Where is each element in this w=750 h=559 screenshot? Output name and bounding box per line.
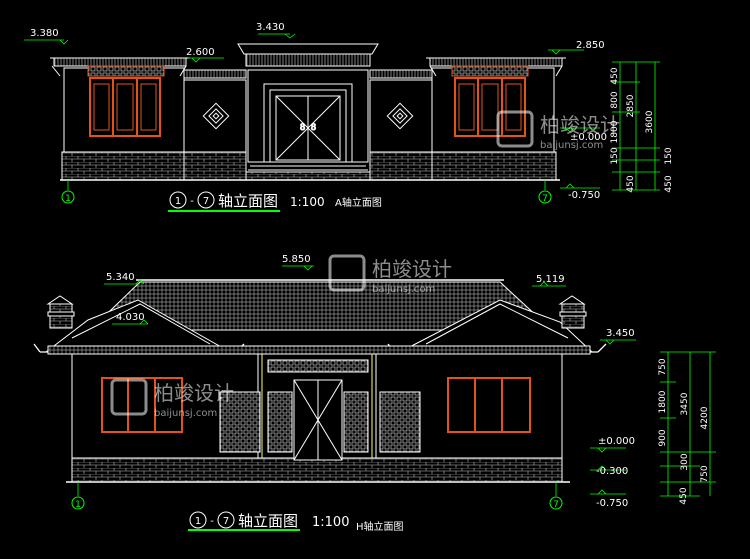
title-a-scale: 1:100 xyxy=(290,195,325,209)
svg-text:柏竣设计: 柏竣设计 xyxy=(372,257,452,281)
elevation-h-dim-labels: 750 1800 900 300 450 3450 4200 750 xyxy=(658,358,710,504)
title-h-subtitle: H轴立面图 xyxy=(356,520,404,533)
left-connector xyxy=(183,69,247,181)
axis-bubble-h-left: 1 xyxy=(71,496,85,510)
level-5850: 5.850 xyxy=(282,254,311,265)
level-neg300: -0.300 xyxy=(596,466,628,477)
brand-logo-icon xyxy=(496,110,534,148)
svg-text:baijunsj.com: baijunsj.com xyxy=(372,284,435,295)
dim-3600: 3600 xyxy=(645,110,655,133)
level-2600: 2.600 xyxy=(186,47,215,58)
level-5340: 5.340 xyxy=(106,272,135,283)
axis-bubble-h-right: 7 xyxy=(549,496,563,510)
level-4030: 4.030 xyxy=(116,312,145,323)
elevation-a-dim-labels: 450 800 1800 150 2850 3600 450 450 150 xyxy=(610,67,674,192)
dim-h-450: 450 xyxy=(679,487,689,504)
door-mark: 8 8 xyxy=(300,123,316,133)
dim-h-750: 750 xyxy=(658,358,668,375)
svg-text:柏竣设计: 柏竣设计 xyxy=(154,381,234,405)
elevation-a: 8 8 xyxy=(50,43,566,181)
dim-h-1800: 1800 xyxy=(658,390,668,413)
title-h-scale: 1:100 xyxy=(312,515,349,530)
watermark-3: 柏竣设计 baijunsj.com xyxy=(110,378,234,419)
elevation-a-annotations xyxy=(24,33,660,212)
dim-450: 450 xyxy=(610,67,620,84)
svg-text:1: 1 xyxy=(195,516,201,527)
elevation-h-annotations xyxy=(77,265,716,531)
title-a-suffix: 轴立面图 xyxy=(218,192,278,210)
level-000: ±0.000 xyxy=(570,132,607,143)
level-neg750: -0.750 xyxy=(568,190,600,201)
brand-logo-icon xyxy=(110,378,148,416)
axis-bubble-a-left: 1 xyxy=(61,190,75,204)
axis-bubble-a-right: 7 xyxy=(538,190,552,204)
elevation-a-labels: 3.380 3.430 2.600 2.850 ±0.000 -0.750 xyxy=(30,22,607,201)
title-a-subtitle: A轴立面图 xyxy=(335,196,382,209)
svg-text:-: - xyxy=(190,196,194,207)
level-3430: 3.430 xyxy=(256,22,285,33)
level-000-h: ±0.000 xyxy=(598,436,635,447)
left-ornament xyxy=(202,102,230,130)
left-chimney xyxy=(46,295,75,329)
right-ornament xyxy=(386,102,414,130)
h-lattice-doors xyxy=(219,391,421,453)
level-3380: 3.380 xyxy=(30,28,59,39)
dim-h-3450: 3450 xyxy=(680,392,690,415)
dim-h-750-b: 750 xyxy=(700,465,710,482)
svg-text:7: 7 xyxy=(203,196,209,207)
right-chimney xyxy=(558,295,587,329)
brand-logo-icon xyxy=(328,254,366,292)
elevation-h-labels: 5.340 5.850 5.119 4.030 3.450 ±0.000 -0.… xyxy=(106,254,635,509)
svg-text:baijunsj.com: baijunsj.com xyxy=(154,408,217,419)
level-3450: 3.450 xyxy=(606,328,635,339)
watermark-1: 柏竣设计 baijunsj.com xyxy=(496,110,620,151)
dim-h-900: 900 xyxy=(658,429,668,446)
dim-800: 800 xyxy=(610,91,620,108)
dim-450-b: 450 xyxy=(626,175,636,192)
title-h-suffix: 轴立面图 xyxy=(238,512,298,530)
level-2850: 2.850 xyxy=(576,40,605,51)
dim-h-4200: 4200 xyxy=(700,406,710,429)
h-main-door xyxy=(293,379,343,461)
elevation-h-title: 1 - 7 轴立面图 1:100 H轴立面图 xyxy=(189,511,404,533)
dim-150: 150 xyxy=(610,147,620,164)
right-connector xyxy=(369,69,433,181)
svg-text:7: 7 xyxy=(542,194,548,204)
elevation-a-title: 1 - 7 轴立面图 1:100 A轴立面图 xyxy=(169,191,382,210)
svg-text:baijunsj.com: baijunsj.com xyxy=(540,140,603,151)
svg-text:7: 7 xyxy=(553,500,559,510)
h-left-window xyxy=(101,377,183,433)
svg-text:1: 1 xyxy=(65,194,71,204)
svg-text:1: 1 xyxy=(175,196,181,207)
watermark-2: 柏竣设计 baijunsj.com xyxy=(328,254,452,295)
dim-h-300: 300 xyxy=(680,453,690,470)
dim-1800: 1800 xyxy=(610,120,620,143)
h-right-window xyxy=(447,377,531,433)
svg-text:1: 1 xyxy=(75,500,81,510)
dim-2850: 2850 xyxy=(626,94,636,117)
left-wing-windows xyxy=(89,77,161,137)
dim-450-c: 450 xyxy=(664,175,674,192)
svg-text:-: - xyxy=(210,516,214,527)
svg-text:柏竣设计: 柏竣设计 xyxy=(540,113,620,137)
dim-150-b: 150 xyxy=(664,147,674,164)
right-wing-windows xyxy=(454,77,526,137)
level-neg750-h: -0.750 xyxy=(596,498,628,509)
level-5119: 5.119 xyxy=(536,274,565,285)
svg-text:7: 7 xyxy=(223,516,229,527)
central-gate xyxy=(237,43,379,181)
